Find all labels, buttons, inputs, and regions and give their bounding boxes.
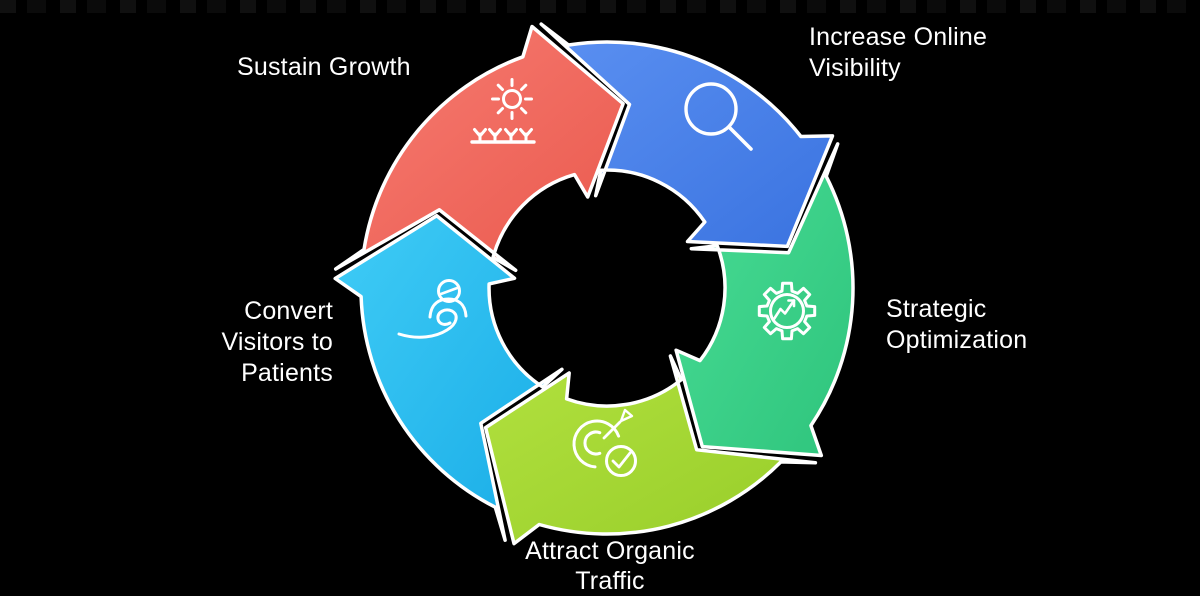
segment-attract-organic-traffic: [483, 354, 818, 546]
gear-chart-icon: [757, 281, 817, 341]
hand-person-icon: [397, 279, 468, 339]
sun-sprouts-icon: [470, 78, 536, 144]
top-texture: [0, 0, 1200, 13]
label-sustain-growth: Sustain Growth: [237, 53, 411, 81]
segment-convert-visitors-to-patients: [333, 213, 564, 542]
magnifier-icon: [684, 82, 753, 151]
segment-strategic-optimization: [674, 142, 855, 458]
label-increase-online-visibility: Increase Online Visibility: [809, 23, 988, 82]
segment-sustain-growth: [333, 24, 625, 273]
segment-increase-online-visibility: [539, 22, 835, 249]
label-strategic-optimization: Strategic Optimization: [886, 295, 1028, 354]
label-attract-organic-traffic: Attract Organic Traffic: [525, 537, 695, 595]
target-dart-check-icon: [572, 408, 637, 477]
label-convert-visitors-to-patients: Convert Visitors to Patients: [221, 297, 333, 387]
